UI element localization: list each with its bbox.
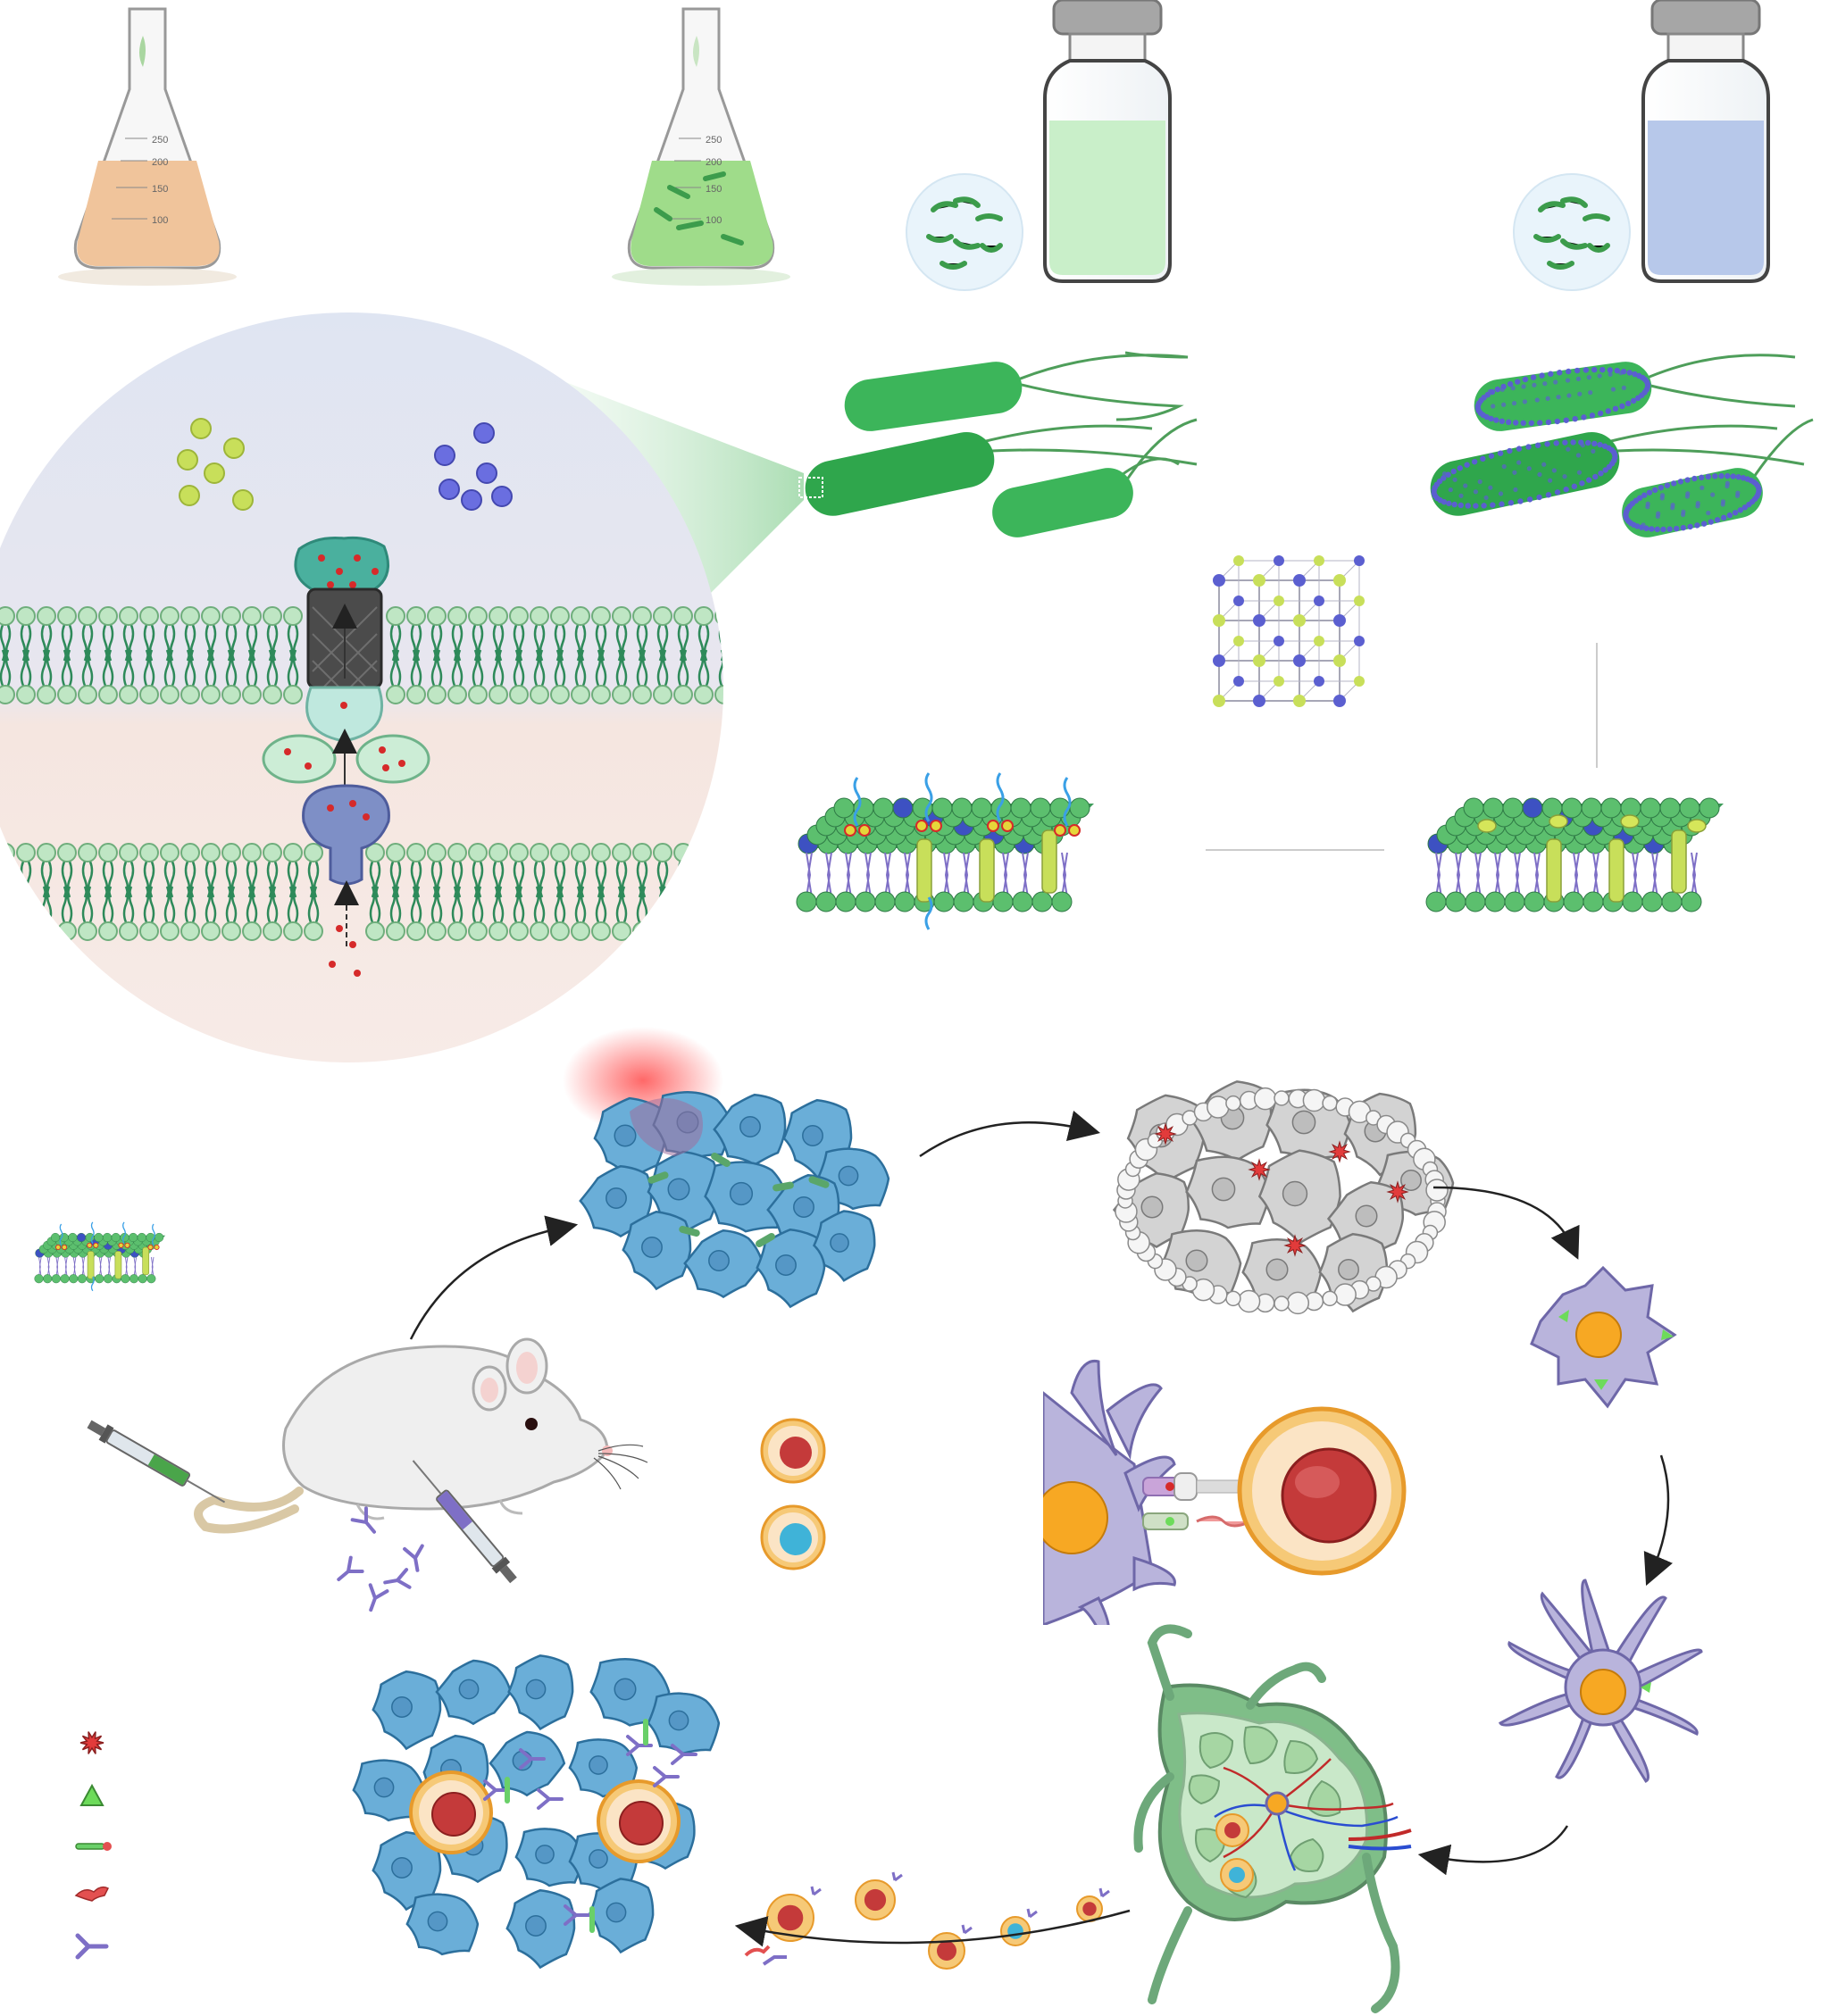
membrane-slab-with-ligands: [796, 772, 1094, 930]
graduation-label: 100: [152, 215, 168, 226]
flask-empty-medium: 250 200 150 100: [58, 7, 237, 286]
flask-graduation-marks: 250 200 150 100: [665, 135, 722, 226]
efflux-pump: [294, 536, 389, 743]
red-star-icon: [79, 1731, 104, 1754]
vial-green: [1043, 0, 1172, 283]
inner-membrane-transporter: [302, 784, 390, 977]
bacterium: [1430, 431, 1620, 516]
tumor-cell-cluster: [579, 1091, 890, 1309]
blue-ion-cluster: [434, 422, 513, 511]
arrow-mouse-to-tumor: [409, 1215, 579, 1340]
arrow-dc-maturation: [1643, 1454, 1673, 1587]
graduation-label: 100: [706, 215, 722, 226]
bacterium: [1474, 362, 1652, 431]
arrow-dc-to-lymphnode: [1417, 1825, 1569, 1876]
graduation-label: 150: [152, 184, 168, 195]
legend: [74, 1731, 112, 1960]
green-pin-icon: [75, 1842, 112, 1851]
outer-membrane-bilayer: [0, 606, 723, 704]
graduation-label: 200: [706, 157, 722, 168]
yellow-ion-cluster: [177, 418, 254, 511]
mouse: [194, 1337, 648, 1534]
arrow-tumor-to-dead: [919, 1110, 1101, 1158]
flask-bacteria-culture: 250 200 150 100: [612, 7, 790, 286]
immature-dendritic-cell: [1530, 1265, 1677, 1409]
flask-graduation-marks: 250 200 150 100: [112, 135, 168, 226]
bacteria-sphere-blue: [1513, 173, 1631, 291]
free-antibodies: [337, 1506, 424, 1612]
arrow-lymphnode-to-tumor: [734, 1909, 1131, 1947]
membrane-slab-mini: [34, 1221, 166, 1292]
lymph-node: [1133, 1624, 1412, 2013]
bacteria-green-cluster: [798, 351, 1198, 537]
purple-antibody-icon: [75, 1933, 109, 1960]
periplasmic-vesicles: [262, 729, 430, 786]
dying-tumor-cells: [1112, 1080, 1455, 1315]
bacterium: [1622, 468, 1763, 537]
green-triangle-icon: [79, 1783, 104, 1806]
culture-bacteria: [654, 171, 744, 246]
bacteria-coated-cluster: [1430, 354, 1814, 537]
syringe-icon: [412, 1460, 517, 1584]
syringe-icon: [87, 1420, 226, 1504]
framework-lattice: [1213, 555, 1365, 707]
graduation-label: 250: [152, 135, 168, 146]
infiltrated-tumor: [352, 1654, 721, 1970]
flow-arrows: [409, 1110, 1673, 1947]
arrow-dead-to-dc: [1432, 1186, 1580, 1260]
red-receptor-icon: [74, 1886, 110, 1902]
bacterium: [844, 362, 1023, 431]
bacterium: [992, 468, 1133, 537]
graduation-label: 200: [152, 157, 168, 168]
naive-t-cell-blue: [760, 1504, 826, 1570]
surface-particles: [1431, 366, 1762, 533]
graduation-label: 150: [706, 184, 722, 195]
lymph-node-t-cell: [1215, 1813, 1254, 1892]
leaf-icon: [693, 36, 699, 67]
leaf-icon: [139, 36, 146, 67]
membrane-slab-plain: [1425, 797, 1724, 912]
dc-tcell-synapse: [1043, 1359, 1407, 1625]
zoom-region-marker: [798, 477, 823, 498]
naive-t-cell-red: [760, 1418, 826, 1484]
graduation-label: 250: [706, 135, 722, 146]
bacterium: [805, 431, 995, 516]
bacteria-sphere-green: [906, 173, 1023, 291]
vial-blue: [1641, 0, 1770, 283]
mature-dendritic-cell: [1499, 1579, 1703, 1783]
migrating-t-cells: [744, 1871, 1110, 1970]
